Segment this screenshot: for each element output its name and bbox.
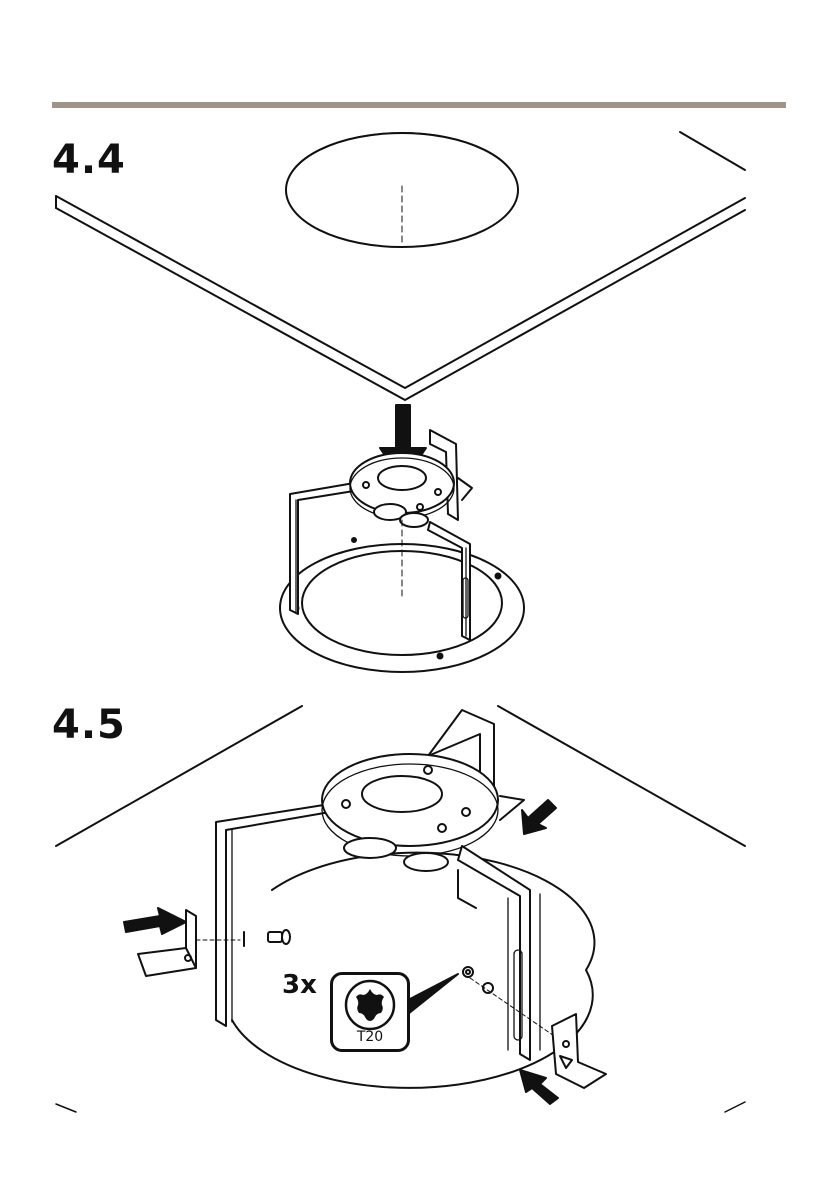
l-bracket-right [552,1014,606,1088]
torx-t20-icon [333,975,407,1035]
l-bracket-left [138,910,196,976]
bracket-right [458,846,530,1060]
step-number-4-5: 4.5 [52,705,126,745]
screw-left [268,932,282,942]
mount-disc [322,754,498,846]
callout-pointer [408,974,458,1014]
screw-right-top [463,967,473,977]
ceiling-panel-top-edge [56,196,745,388]
ceiling-line-right [498,706,745,846]
torx-bit-label: T20 [333,1029,407,1045]
arrow-up-left-icon [520,1070,558,1104]
step-4-4-illustration [0,0,839,690]
screw-right-bottom [483,983,493,993]
arrow-right-icon [124,908,186,934]
ceiling-panel-bottom-edge [56,208,745,400]
torx-bit-callout: T20 [330,972,410,1052]
screw-quantity: 3x [282,970,317,1000]
bracket-rear [428,710,494,790]
arrow-down-left-icon [522,800,556,834]
